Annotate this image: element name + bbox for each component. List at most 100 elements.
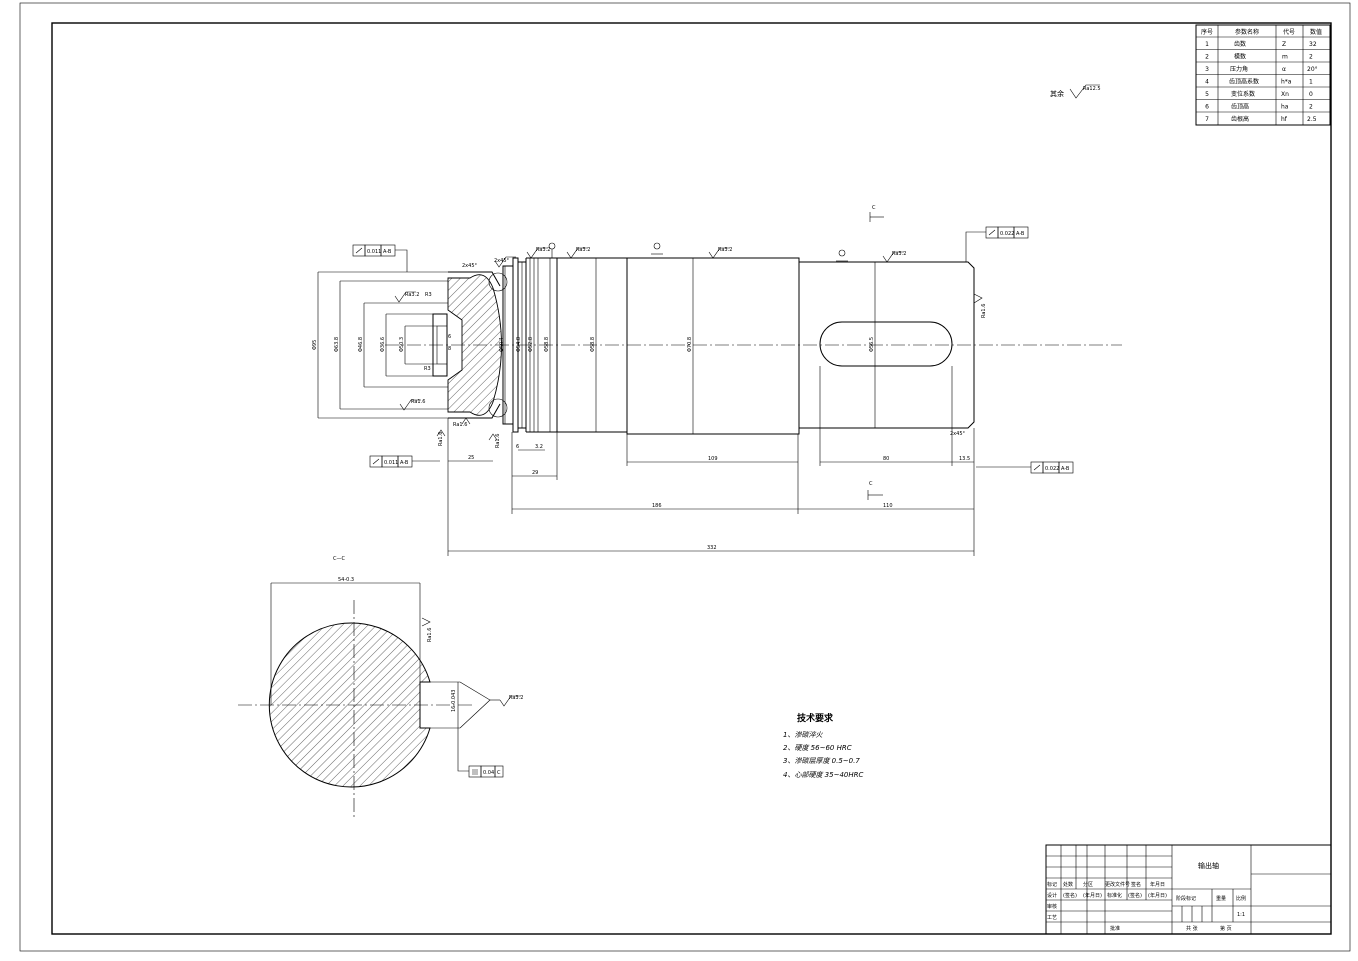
tech-title: 技术要求 <box>797 712 834 724</box>
surface-note-roughness: Ra12.5 <box>1083 86 1101 92</box>
param-cell: ha <box>1281 104 1289 111</box>
tb-cell: 审核 <box>1047 903 1057 910</box>
param-cell: h*a <box>1281 79 1292 86</box>
param-cell: 齿根高 <box>1231 115 1249 123</box>
tb-cell: 设计 <box>1047 892 1057 899</box>
roughness-symbol-icon: Ra3.2 <box>526 247 550 259</box>
roughness-label: Ra1.6 <box>981 304 987 318</box>
runout-icon <box>988 229 996 236</box>
center-bore-inner <box>436 325 448 365</box>
dia-label: Φ58.8 <box>544 337 550 352</box>
param-cell: 32 <box>1309 41 1317 48</box>
symmetry-icon <box>472 769 478 775</box>
length-dim: 13.5 <box>959 456 970 462</box>
key-dim: 16-0.043 <box>451 690 457 712</box>
tb-scale-value: 1:1 <box>1237 912 1245 918</box>
surface-finish-note: 其余 Ra12.5 <box>1050 84 1101 99</box>
dia-label: Φ46.8 <box>358 337 364 352</box>
gdt-frame: 0.022 A-B <box>965 226 1029 262</box>
small-dim-label: 6 <box>448 334 451 340</box>
roughness-symbol-icon: Ra1.6 <box>488 433 501 448</box>
param-cell: Z <box>1282 41 1286 48</box>
tb-cell: (签名) <box>1063 892 1077 899</box>
tb-header: 签名 <box>1131 881 1141 888</box>
tb-header: 分区 <box>1083 881 1093 888</box>
tb-cell: (年月日) <box>1148 892 1167 899</box>
param-cell: m <box>1282 54 1288 61</box>
gdt-datum: C <box>497 770 501 776</box>
tb-header: 年月日 <box>1150 881 1165 888</box>
part-name: 输出轴 <box>1198 861 1219 870</box>
chamfer-label: 2x45° <box>494 258 510 264</box>
tech-item: 1、渗碳淬火 <box>783 731 823 739</box>
gdt-value: 0.04 <box>483 770 494 776</box>
param-cell: 齿数 <box>1234 40 1246 48</box>
chamfer-label: 2x45° <box>462 263 478 269</box>
param-header-value: 数值 <box>1310 28 1322 36</box>
shaft-large-section <box>626 257 800 435</box>
roughness-label: Ra3.2 <box>892 251 906 257</box>
roughness-symbol-icon: Ra1.6 <box>421 617 433 642</box>
section-mark: C <box>867 481 883 500</box>
technical-requirements: 技术要求 1、渗碳淬火 2、硬度 56~60 HRC 3、渗碳层厚度 0.5~0… <box>783 712 863 779</box>
tb-scale: 比例 <box>1236 895 1246 902</box>
gdt-frame: 0.04 C <box>457 728 504 778</box>
shaft-main-view: Φ95 Φ63.8 Φ46.8 Φ36.6 Φ50.3 Φ50.1 Φ54.8 … <box>312 205 1122 556</box>
outer-border <box>19 2 1351 952</box>
section-title: C—C <box>333 556 345 562</box>
param-cell: 20° <box>1307 66 1318 73</box>
dia-label: Φ70.8 <box>687 337 693 352</box>
dia-label: Φ54.8 <box>516 337 522 352</box>
param-cell: 1 <box>1309 79 1313 86</box>
gdt-frame: 0.011 A-B <box>352 244 408 272</box>
param-cell: 变位系数 <box>1231 90 1255 98</box>
length-dim: 29 <box>532 470 538 476</box>
section-view-cc: C—C 16-0.043 Ra3.2 54-0.3 Ra1.6 0.04 C <box>238 556 523 818</box>
roughness-label: Ra1.6 <box>495 434 501 448</box>
tb-cell: (签名) <box>1128 892 1142 899</box>
runout-icon <box>372 458 380 465</box>
param-cell: hf <box>1281 116 1288 123</box>
gdt-datum: A-B <box>1016 231 1025 237</box>
param-header-code: 代号 <box>1283 28 1295 36</box>
surface-note-prefix: 其余 <box>1050 89 1064 98</box>
length-dim: 25 <box>468 455 474 461</box>
roughness-symbol-icon: Ra1.6 <box>399 399 425 411</box>
radius-label: R3 <box>425 292 432 298</box>
param-cell: α <box>1282 66 1286 73</box>
param-cell: Xn <box>1281 91 1289 98</box>
param-cell: 5 <box>1205 91 1209 98</box>
gear-root-arc <box>488 398 508 418</box>
tb-stage-mark: 阶段标记 <box>1176 895 1196 902</box>
title-block: 输出轴 标记 处数 分区 更改文件号 签名 年月日 设计 (签名) (年月日) … <box>1045 844 1332 935</box>
gdt-frame: 0.011 A-B <box>369 455 440 468</box>
bearing-journal <box>526 257 558 433</box>
param-cell: 3 <box>1205 66 1209 73</box>
gdt-value: 0.011 <box>384 460 398 466</box>
roughness-label: Ra3.2 <box>718 247 732 253</box>
gdt-value: 0.011 <box>367 249 381 255</box>
roughness-symbol-icon: Ra1.6 <box>436 429 446 446</box>
gdt-value: 0.022 <box>1000 231 1014 237</box>
length-dim: 3.2 <box>535 444 543 450</box>
tb-sheet-no: 第 页 <box>1220 925 1232 932</box>
dia-label: Φ50.3 <box>399 337 405 352</box>
inner-border <box>51 22 1332 935</box>
param-header-no: 序号 <box>1201 28 1213 36</box>
roughness-symbol-icon: Ra3.2 <box>394 291 419 303</box>
tb-header: 处数 <box>1063 881 1073 888</box>
gdt-value: 0.022 <box>1045 466 1059 472</box>
datum-marker-icon <box>548 242 556 258</box>
gdt-datum: A-B <box>1061 466 1070 472</box>
keyway <box>819 321 953 367</box>
dia-label: Φ36.6 <box>380 337 386 352</box>
param-header-name: 参数名称 <box>1235 28 1259 36</box>
section-mark-label: C <box>869 481 873 487</box>
length-dim: 332 <box>707 545 717 551</box>
param-cell: 模数 <box>1234 53 1246 61</box>
runout-icon <box>1033 464 1041 471</box>
roughness-symbol-icon <box>1069 84 1100 99</box>
dia-label: Φ58.8 <box>590 337 596 352</box>
param-cell: 齿顶高 <box>1231 103 1249 111</box>
